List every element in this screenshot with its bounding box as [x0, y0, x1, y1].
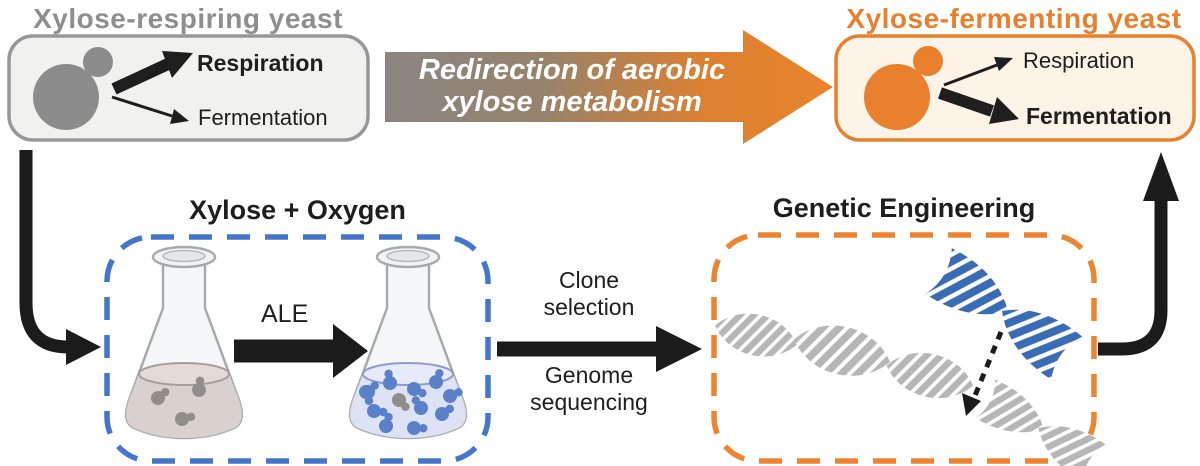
- connector-up-right-arrow-icon: [1098, 152, 1179, 356]
- fermentation-minor-arrow-icon: [111, 95, 189, 124]
- yeast-cell-gray-icon: [33, 47, 113, 130]
- clone-selection-label: Clone selection: [543, 267, 635, 321]
- engineering-dashed-box: [711, 232, 1097, 464]
- respiring-yeast-box: [7, 34, 370, 142]
- respiration-label-right: Respiration: [1023, 48, 1135, 73]
- yeast-cell-orange-icon: [864, 46, 943, 130]
- fermentation-label-right: Fermentation: [1026, 103, 1172, 129]
- flask-evolved-icon: [348, 245, 468, 440]
- engineering-stage-title: Genetic Engineering: [772, 193, 1036, 223]
- redirection-arrow-label: Redirection of aerobic xylose metabolism: [418, 54, 726, 119]
- fermenting-yeast-box: [834, 34, 1196, 142]
- insertion-dashed-arrow-icon: [962, 331, 1004, 416]
- flask-initial-icon: [124, 245, 244, 440]
- redirection-arrow-icon: [385, 30, 833, 144]
- respiration-minor-arrow-icon: [943, 57, 1013, 87]
- respiration-major-arrow-icon: [111, 51, 193, 95]
- evolution-stage-title: Xylose + Oxygen: [189, 195, 406, 225]
- fermentation-label-left: Fermentation: [198, 105, 328, 130]
- genome-sequencing-label: Genome sequencing: [530, 362, 648, 416]
- ale-arrow-label: ALE: [261, 300, 309, 328]
- dna-recipient-gray-icon: [975, 379, 1106, 466]
- connector-down-left-arrow-icon: [19, 150, 101, 365]
- fermentation-major-arrow-icon: [938, 87, 1019, 124]
- respiring-yeast-title: Xylose-respiring yeast: [33, 3, 343, 34]
- fermenting-yeast-title: Xylose-fermenting yeast: [846, 3, 1182, 34]
- selection-arrow-icon: [497, 326, 702, 372]
- dna-genome-gray-icon: [710, 305, 978, 407]
- ale-arrow-icon: [234, 324, 368, 378]
- evolution-dashed-box: [104, 234, 491, 464]
- respiration-label-left: Respiration: [197, 50, 324, 76]
